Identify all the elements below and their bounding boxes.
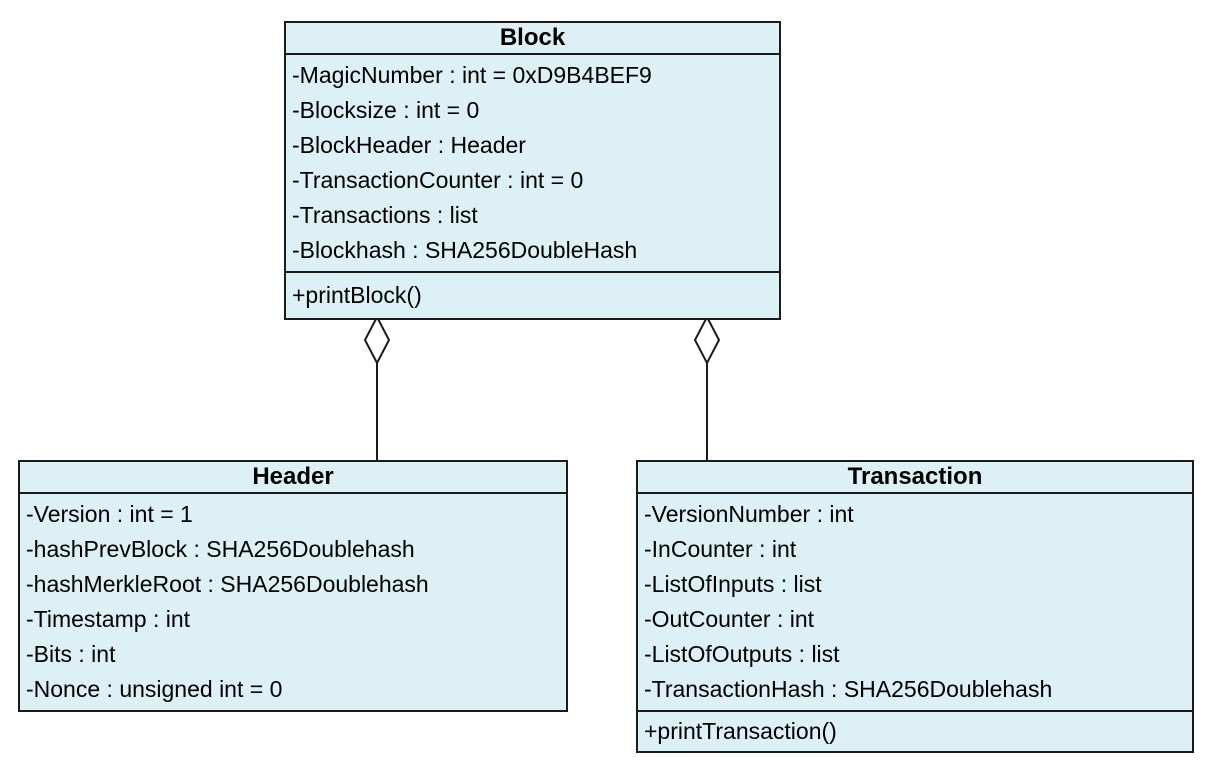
class-block: Block -MagicNumber : int = 0xD9B4BEF9 -B… bbox=[284, 21, 781, 320]
class-title: Header bbox=[20, 462, 566, 494]
aggregation-connector-block-transaction bbox=[693, 314, 721, 461]
class-header: Header -Version : int = 1 -hashPrevBlock… bbox=[18, 460, 568, 712]
attribute-row: -Transactions : list bbox=[292, 202, 478, 228]
class-title: Block bbox=[286, 23, 779, 55]
operations-compartment: +printBlock() bbox=[286, 271, 779, 318]
aggregation-diamond-icon bbox=[363, 314, 391, 366]
operations-compartment: +printTransaction() bbox=[638, 710, 1192, 751]
class-title: Transaction bbox=[638, 462, 1192, 494]
aggregation-connector-block-header bbox=[363, 314, 391, 461]
attribute-row: -InCounter : int bbox=[644, 536, 797, 562]
attribute-row: -Blocksize : int = 0 bbox=[292, 97, 480, 123]
class-transaction: Transaction -VersionNumber : int -InCoun… bbox=[636, 460, 1194, 753]
attribute-row: -BlockHeader : Header bbox=[292, 132, 526, 158]
attributes-compartment: -VersionNumber : int -InCounter : int -L… bbox=[638, 494, 1192, 710]
attribute-row: -TransactionHash : SHA256Doublehash bbox=[644, 676, 1053, 702]
attribute-row: -OutCounter : int bbox=[644, 606, 815, 632]
attribute-row: -hashPrevBlock : SHA256Doublehash bbox=[26, 536, 415, 562]
attribute-row: -ListOfInputs : list bbox=[644, 571, 822, 597]
attribute-row: -Bits : int bbox=[26, 641, 116, 667]
attributes-compartment: -MagicNumber : int = 0xD9B4BEF9 -Blocksi… bbox=[286, 55, 779, 271]
attribute-row: -hashMerkleRoot : SHA256Doublehash bbox=[26, 571, 429, 597]
aggregation-diamond-icon bbox=[693, 314, 721, 366]
operation-row: +printBlock() bbox=[292, 282, 422, 308]
attribute-row: -MagicNumber : int = 0xD9B4BEF9 bbox=[292, 62, 652, 88]
attributes-compartment: -Version : int = 1 -hashPrevBlock : SHA2… bbox=[20, 494, 566, 710]
attribute-row: -Timestamp : int bbox=[26, 606, 191, 632]
attribute-row: -TransactionCounter : int = 0 bbox=[292, 167, 584, 193]
attribute-row: -Version : int = 1 bbox=[26, 501, 193, 527]
attribute-row: -VersionNumber : int bbox=[644, 501, 854, 527]
attribute-row: -Blockhash : SHA256DoubleHash bbox=[292, 237, 638, 263]
attribute-row: -Nonce : unsigned int = 0 bbox=[26, 676, 283, 702]
attribute-row: -ListOfOutputs : list bbox=[644, 641, 840, 667]
operation-row: +printTransaction() bbox=[644, 718, 837, 744]
